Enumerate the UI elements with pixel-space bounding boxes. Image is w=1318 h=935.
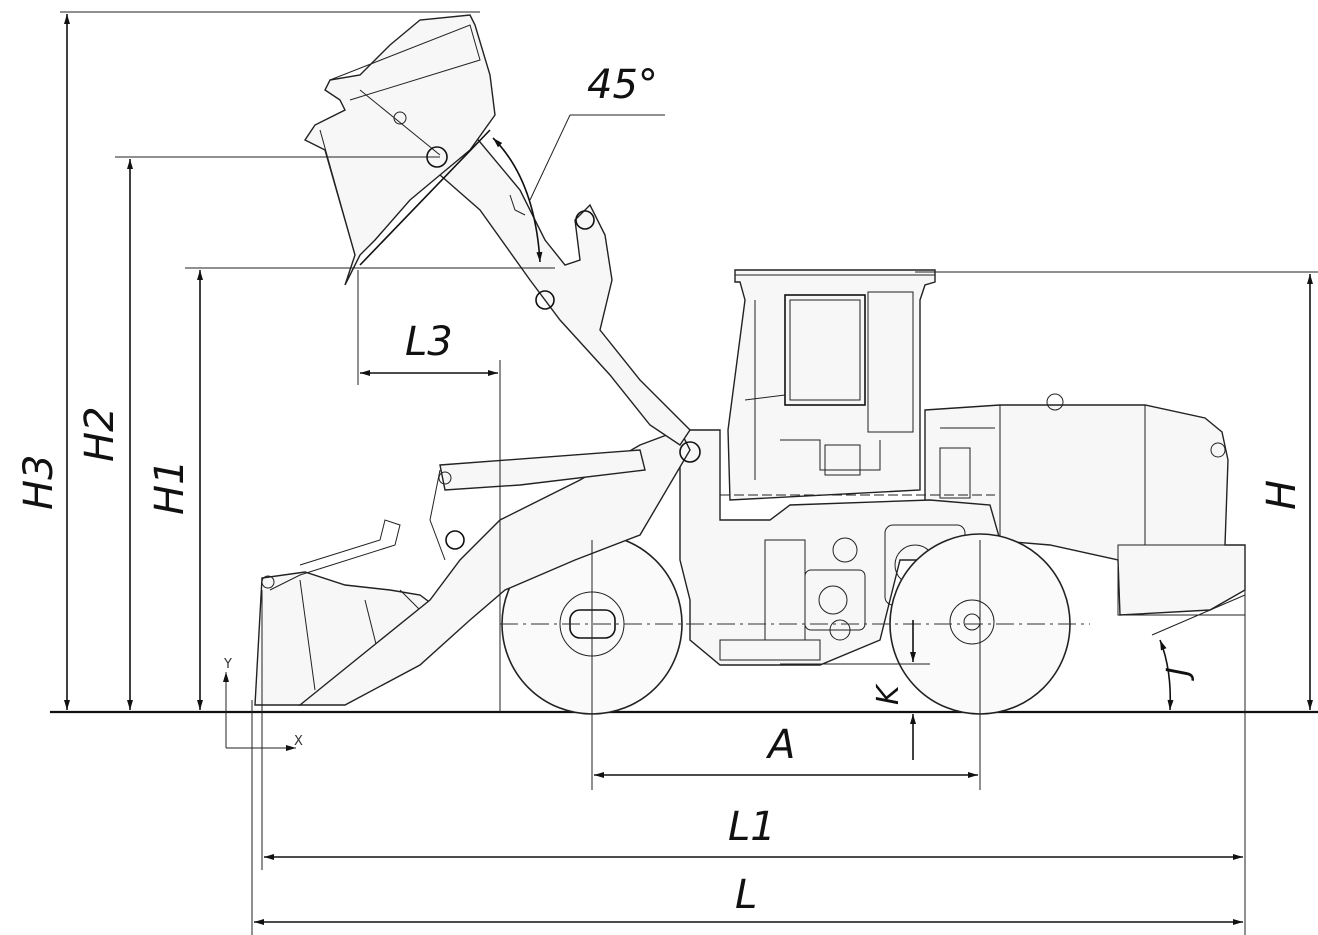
loader-machine <box>254 14 1246 715</box>
label-l: L <box>735 872 757 918</box>
lift-arm-raised <box>429 129 691 446</box>
x-axis-label: X <box>294 734 303 749</box>
dump-angle-arc <box>492 137 543 263</box>
label-k: K <box>871 683 906 705</box>
departure-angle-arc <box>1159 639 1174 711</box>
y-axis-label: Y <box>223 657 232 672</box>
label-h2: H2 <box>77 406 123 462</box>
dimension-labels: H3 H2 H1 H L3 A L1 L K 45° J <box>16 62 1305 918</box>
label-h1: H1 <box>147 459 193 515</box>
lift-arm-lowered <box>298 429 691 706</box>
label-h3: H3 <box>16 454 62 510</box>
label-a: A <box>765 722 795 768</box>
label-l1: L1 <box>728 804 776 850</box>
operator-cab <box>727 269 936 501</box>
dimension-lines: Y X <box>60 11 1318 935</box>
coordinate-axes: Y X <box>223 657 303 751</box>
label-h: H <box>1259 480 1305 510</box>
label-45-degrees: 45° <box>587 62 658 108</box>
bucket-raised <box>303 14 496 286</box>
label-departure-angle: J <box>1161 667 1196 681</box>
label-l3: L3 <box>405 319 453 365</box>
